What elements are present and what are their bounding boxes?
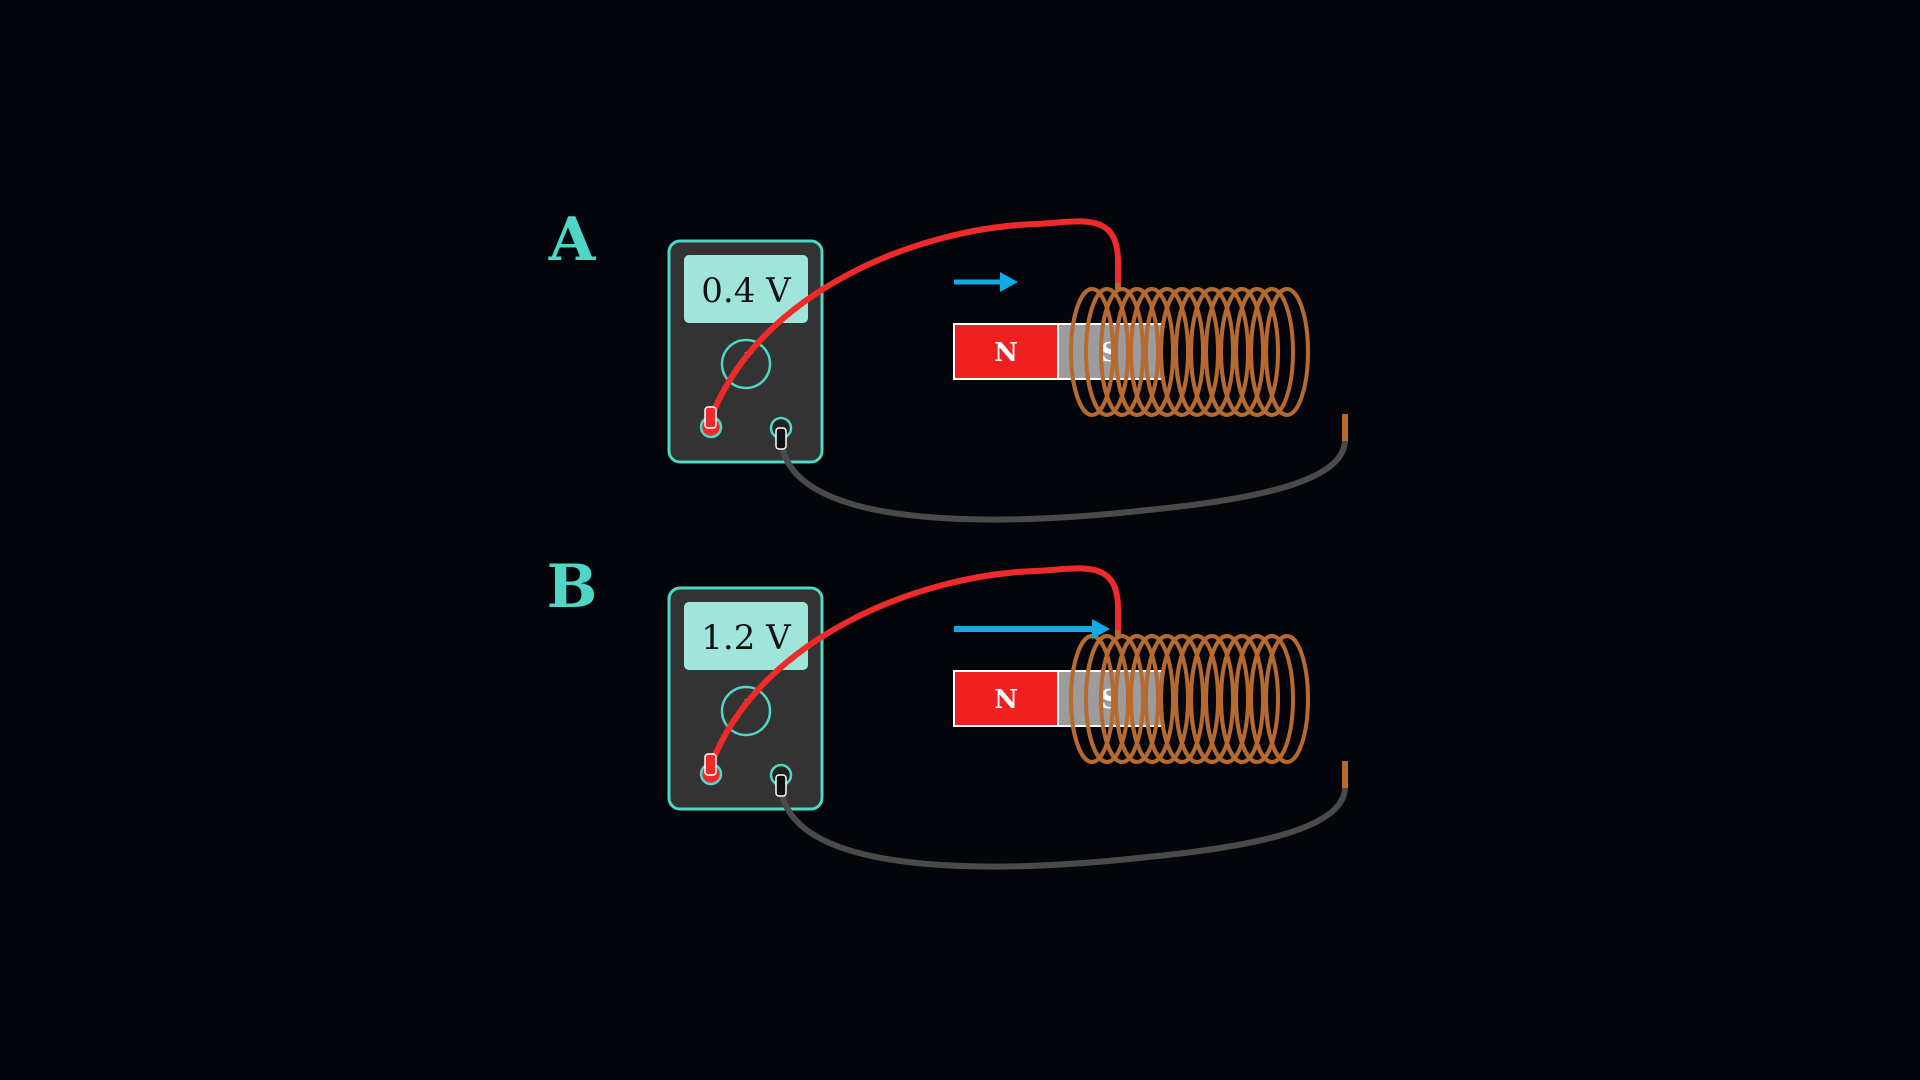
coil-turn bbox=[1264, 287, 1310, 418]
coil-turn bbox=[1174, 287, 1220, 418]
coil-turn bbox=[1099, 287, 1145, 418]
coil-turn bbox=[1159, 287, 1205, 418]
wire-coil bbox=[1069, 611, 1310, 765]
coil-turn bbox=[1234, 634, 1280, 765]
voltmeter-display bbox=[684, 255, 808, 323]
magnet-north-pole bbox=[953, 670, 1059, 727]
coil-turn bbox=[1099, 634, 1145, 765]
coil-turn bbox=[1084, 634, 1130, 765]
voltmeter-reading: 0.4 V bbox=[701, 271, 792, 311]
voltmeter-display bbox=[684, 602, 808, 670]
voltmeter-dial[interactable] bbox=[720, 338, 772, 390]
black-lead-wire bbox=[778, 784, 1348, 870]
coil-turn bbox=[1144, 634, 1190, 765]
coil-turn bbox=[1219, 634, 1265, 765]
red-lead-wire bbox=[708, 218, 1121, 421]
red-lead-wire bbox=[708, 565, 1121, 768]
voltmeter-dial[interactable] bbox=[720, 685, 772, 737]
coil-turn bbox=[1159, 634, 1205, 765]
black-probe-tip bbox=[775, 427, 787, 450]
coil-turn bbox=[1189, 634, 1235, 765]
red-probe-tip bbox=[704, 406, 717, 429]
motion-arrow-head bbox=[1092, 619, 1110, 639]
coil-turn bbox=[1069, 287, 1115, 418]
black-probe-tip bbox=[775, 774, 787, 797]
panel-label: A bbox=[548, 205, 597, 275]
coil-turn bbox=[1144, 287, 1190, 418]
coil-turn bbox=[1264, 634, 1310, 765]
north-pole-label: N bbox=[994, 338, 1018, 368]
coil-turn bbox=[1129, 634, 1175, 765]
coil-turn bbox=[1069, 634, 1115, 765]
wire-coil bbox=[1069, 264, 1310, 418]
coil-turn bbox=[1234, 287, 1280, 418]
north-pole-label: N bbox=[994, 685, 1018, 715]
motion-arrow-head bbox=[1000, 272, 1018, 292]
coil-turn bbox=[1174, 634, 1220, 765]
black-lead-wire bbox=[778, 437, 1348, 523]
coil-turn bbox=[1114, 287, 1160, 418]
coil-turn bbox=[1084, 287, 1130, 418]
coil-turn bbox=[1189, 287, 1235, 418]
voltmeter-reading: 1.2 V bbox=[701, 618, 792, 658]
bar-magnet[interactable]: N S bbox=[953, 323, 1163, 380]
coil-turn bbox=[1129, 287, 1175, 418]
panel-a: A 0.4 V N S bbox=[548, 205, 1348, 523]
voltmeter: 1.2 V bbox=[667, 586, 824, 811]
coil-turn bbox=[1249, 634, 1295, 765]
coil-turn bbox=[1204, 287, 1250, 418]
coil-turn bbox=[1114, 634, 1160, 765]
coil-turn bbox=[1219, 287, 1265, 418]
voltmeter: 0.4 V bbox=[667, 239, 824, 464]
panel-label: B bbox=[547, 552, 598, 622]
red-probe-tip bbox=[704, 753, 717, 776]
panel-b: B 1.2 V N S bbox=[547, 552, 1348, 870]
coil-turn bbox=[1249, 287, 1295, 418]
coil-turn bbox=[1204, 634, 1250, 765]
